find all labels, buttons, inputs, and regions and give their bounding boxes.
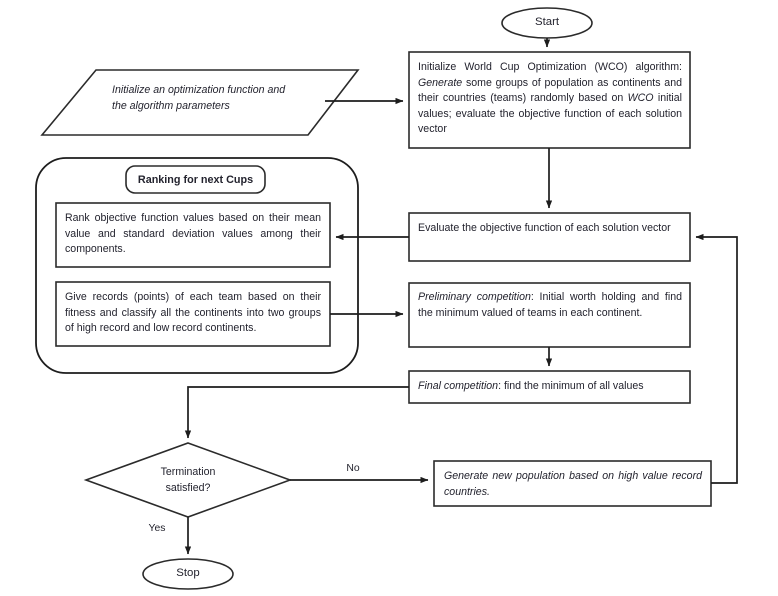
initialize-label: Initialize World Cup Optimization (WCO) … — [418, 61, 682, 136]
edge-final-to-termination — [184, 386, 409, 439]
evaluate-box — [408, 212, 691, 262]
ranking-group-title-pill — [125, 165, 266, 194]
preliminary-box — [408, 282, 691, 348]
final-label: Final competition: find the minimum of a… — [418, 380, 644, 392]
rank-values-box — [55, 202, 331, 268]
termination-label-line2: satisfied? — [165, 482, 211, 494]
generate-new-box — [433, 460, 712, 507]
input-parallelogram-label: Initialize an optimization function and … — [112, 84, 286, 112]
termination-label: Termination satisfied? — [118, 464, 258, 496]
give-records-box — [55, 281, 331, 347]
generate-new-label: Generate new population based on high va… — [444, 470, 702, 498]
edge-generate-feedback-to-evaluate — [695, 233, 738, 484]
ranking-group-outline — [35, 157, 359, 374]
ranking-group-title: Ranking for next Cups — [137, 174, 254, 186]
edge-label-no: No — [346, 463, 360, 474]
termination-label-line1: Termination — [160, 466, 216, 478]
rank-values-label: Rank objective function values based on … — [65, 212, 321, 256]
initialize-box — [408, 51, 691, 149]
stop-terminator — [142, 558, 234, 590]
edge-label-yes: Yes — [148, 523, 166, 534]
input-parallelogram — [40, 69, 360, 136]
start-label: Start — [534, 16, 560, 28]
preliminary-label: Preliminary competition: Initial worth h… — [418, 291, 683, 319]
evaluate-label: Evaluate the objective function of each … — [418, 222, 671, 234]
stop-label: Stop — [176, 567, 200, 579]
give-records-label: Give records (points) of each team based… — [65, 291, 321, 335]
